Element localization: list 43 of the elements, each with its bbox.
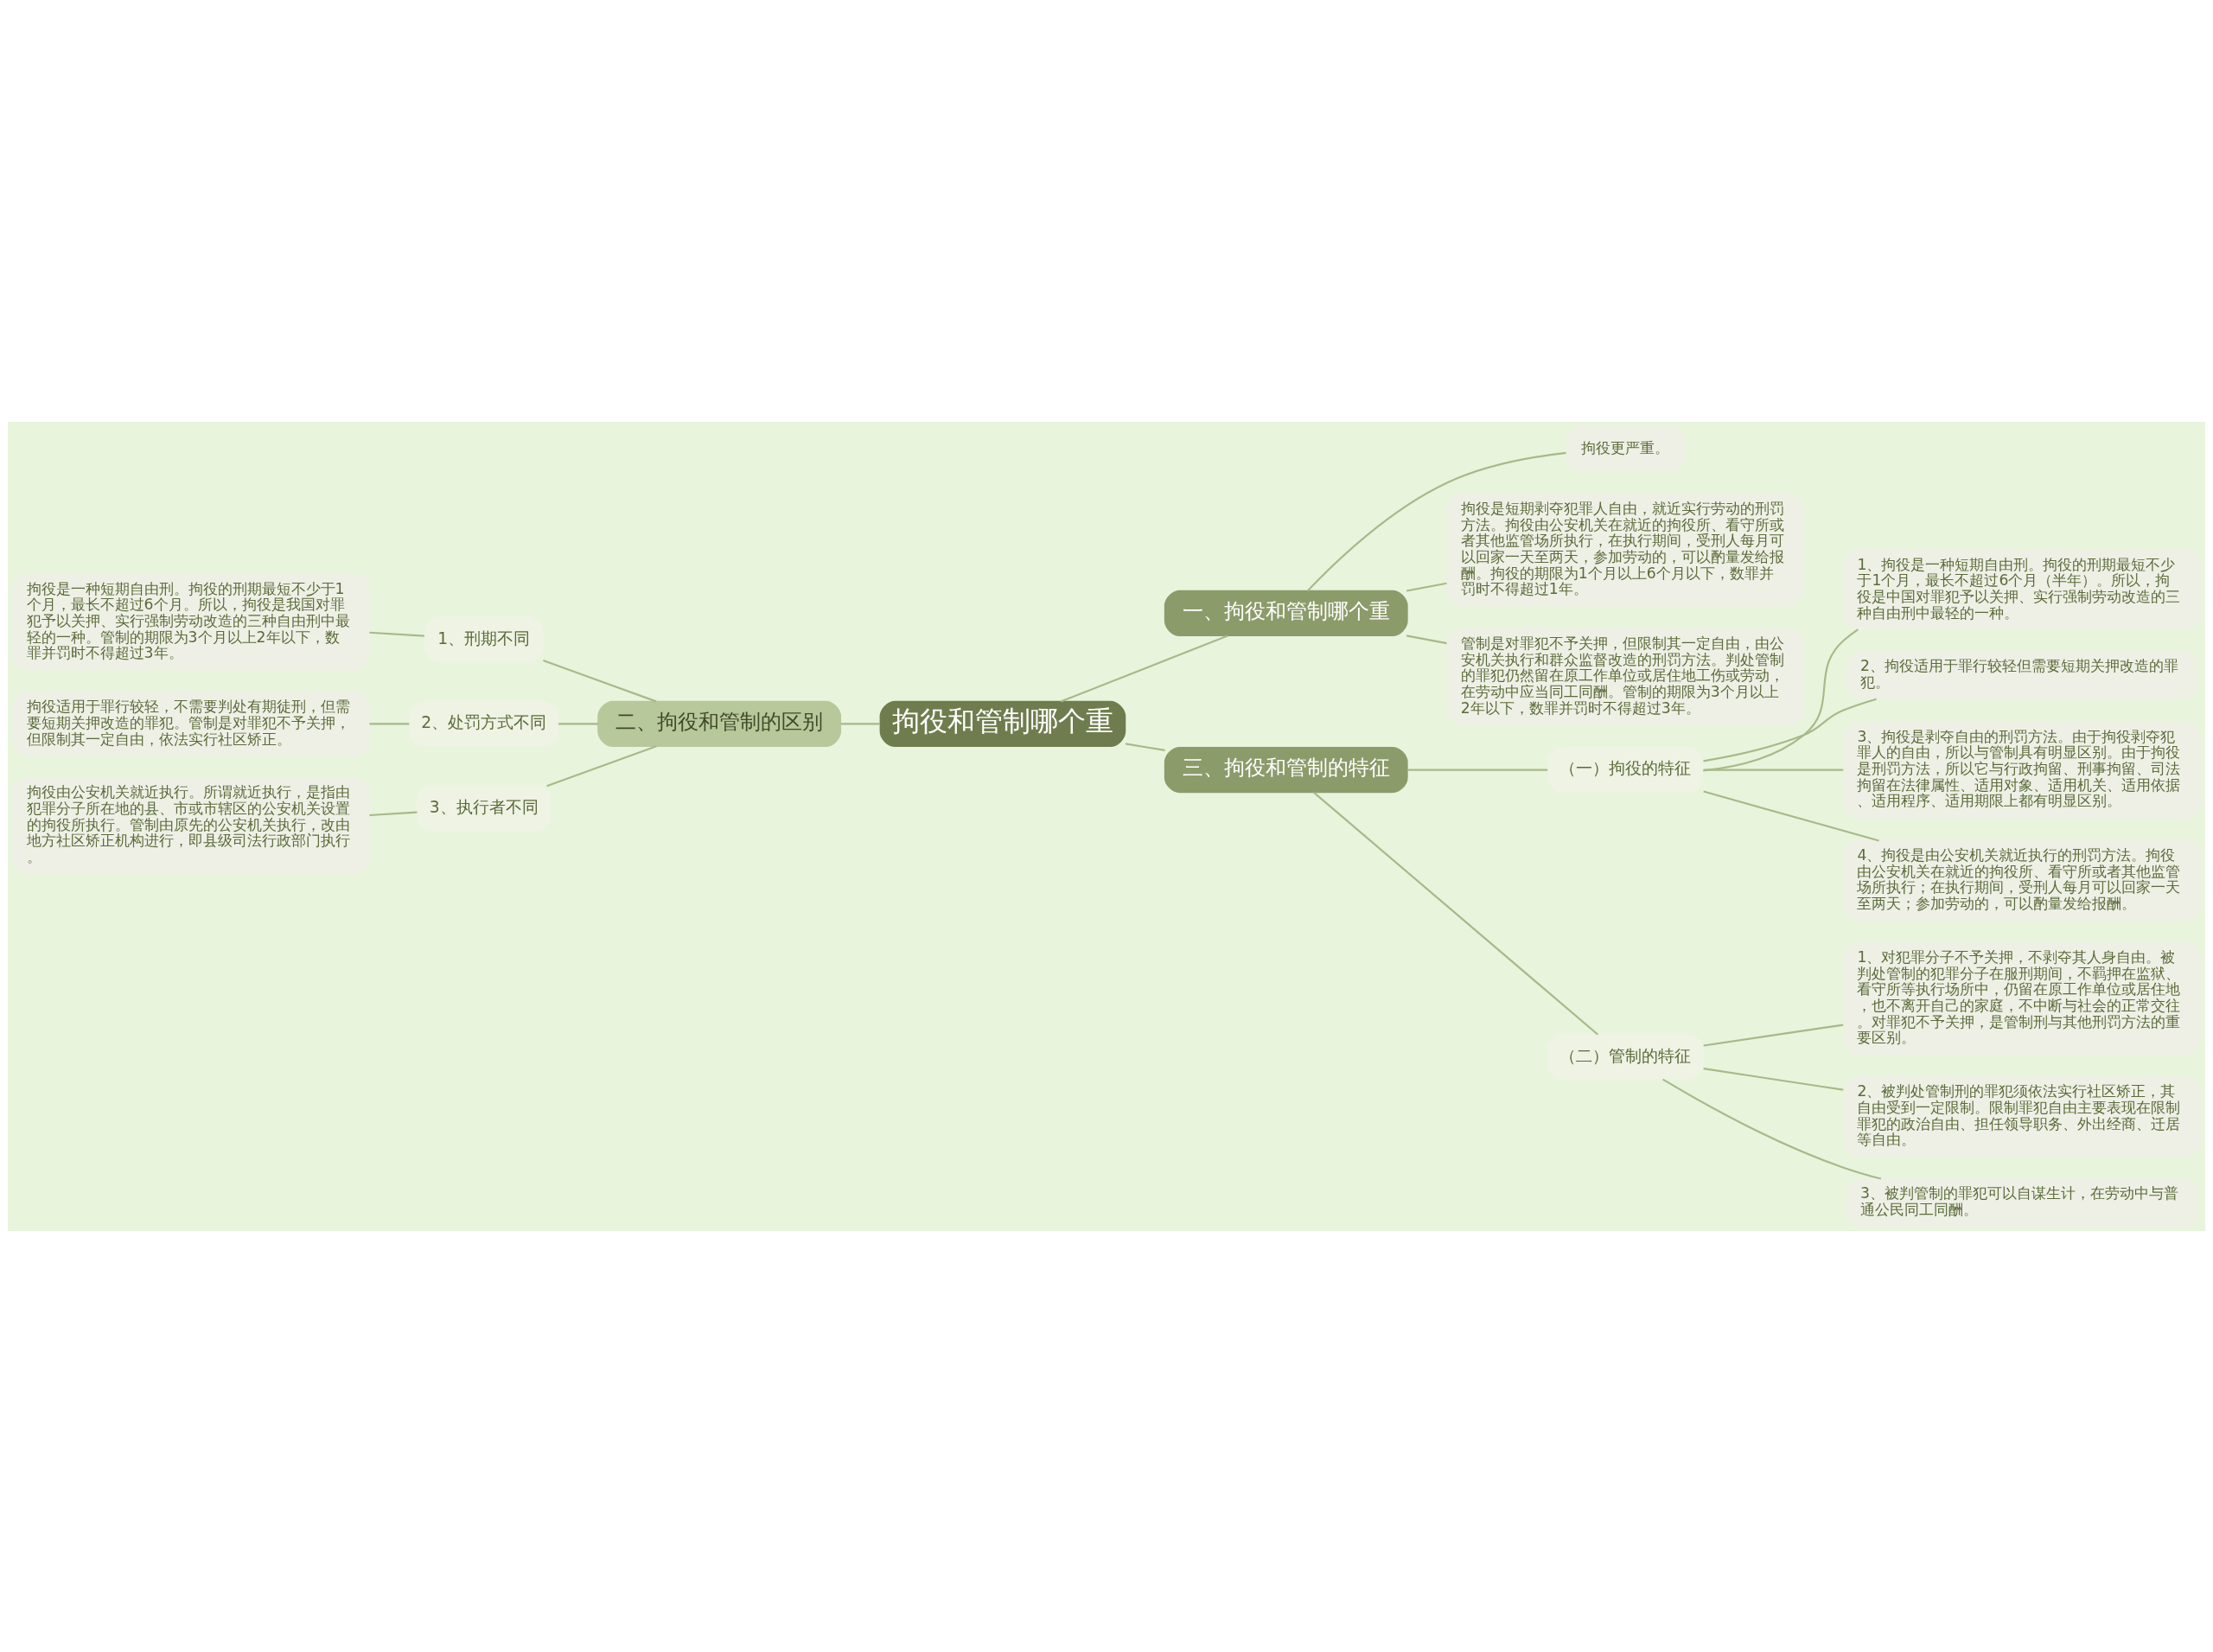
node-box: 4、拘役是由公安机关就近执行的刑罚方法。拘役由公安机关在就近的拘役所、看守所或者其他监管场所执行；在执行期间，受刑人每月可以回家一天至两天；参加劳动的，可以酌量发给报酬。 — [1842, 839, 2201, 921]
node-box: 1、对犯罪分子不予关押，不剥夺其人身自由。被判处管制的犯罪分子在服刑期间，不羁押在监狱、看守所等执行场所中，仍留在原工作单位或居住地，也不离开自己的家庭，不中断与社会的正常交往。对罪犯不予关押，是管制刑与其他刑罚方法的重要区别。 — [1842, 941, 2201, 1056]
node-box: 拘役由公安机关就近执行。所谓就近执行，是指由犯罪分子所在地的县、市或市辖区的公安机关设置的拘役所执行。管制由原先的公安机关执行，改由地方社区矫正机构进行，即县级司法行政部门执行。 — [12, 776, 371, 874]
connector — [543, 659, 657, 702]
connector — [1703, 790, 1879, 842]
node-box: 3、拘役是剥夺自由的刑罚方法。由于拘役剥夺犯罪人的自由，所以与管制具有明显区别。由于拘役是刑罚方法，所以它与行政拘留、刑事拘留、司法拘留在法律属性、适用对象、适用机关、适用依据、适用程序、适用期限上都有明显区别。 — [1842, 721, 2201, 819]
connector — [1060, 635, 1228, 702]
connector — [1125, 742, 1165, 751]
connector — [369, 631, 424, 637]
node-box: 1、拘役是一种短期自由刑。拘役的刑期最短不少于1个月，最长不超过6个月（半年）。所以，拘役是中国对罪犯予以关押、实行强制劳动改造的三种自由刑中最轻的一种。 — [1842, 548, 2201, 630]
node-box: 管制是对罪犯不予关押，但限制其一定自由，由公安机关执行和群众监督改造的刑罚方法。判处管制的罪犯仍然留在原工作单位或居住地工伤或劳动，在劳动中应当同工同酬。管制的期限为3个月以上2年以下，数罪并罚时不得超过3年。 — [1446, 628, 1805, 725]
connector — [1662, 1078, 1882, 1180]
node-box: 一、拘役和管制哪个重 — [1164, 590, 1408, 636]
connector — [1703, 698, 1877, 762]
connector — [558, 722, 598, 724]
node-box: 2、被判处管制刑的罪犯须依法实行社区矫正，其自由受到一定限制。限制罪犯自由主要表现在限制罪犯的政治自由、担任领导职务、外出经商、迁居等自由。 — [1842, 1075, 2201, 1157]
connector — [1703, 1024, 1844, 1047]
connector — [1406, 634, 1447, 644]
node-box: 拘役和管制哪个重 — [879, 700, 1126, 747]
node-box: （二）管制的特征 — [1547, 1033, 1704, 1080]
connector — [369, 811, 418, 816]
connector — [1406, 582, 1447, 592]
connector — [840, 722, 880, 724]
node-box: 1、刑期不同 — [424, 616, 544, 662]
node-box: （一）拘役的特征 — [1547, 746, 1704, 793]
connector — [1703, 1067, 1844, 1091]
connector — [1703, 628, 1859, 771]
node-box: 2、处罚方式不同 — [408, 700, 559, 747]
node-box: 2、拘役适用于罪行较轻但需要短期关押改造的罪犯。 — [1846, 650, 2198, 699]
connector — [1313, 791, 1599, 1036]
connector — [1407, 769, 1548, 771]
connector — [546, 744, 657, 787]
node-box: 二、拘役和管制的区别 — [597, 700, 842, 747]
node-box: 拘役是一种短期自由刑。拘役的刑期最短不少于1个月，最长不超过6个月。所以，拘役是我国对罪犯予以关押、实行强制劳动改造的三种自由刑中最轻的一种。管制的期限为3个月以上2年以下，数罪并罚时不得超过3年。 — [12, 572, 371, 671]
connector — [369, 722, 410, 724]
connector — [1306, 451, 1566, 591]
node-box: 3、被判管制的罪犯可以自谋生计，在劳动中与普通公民同工同酬。 — [1846, 1177, 2198, 1227]
node-box: 3、执行者不同 — [417, 785, 552, 832]
node-box: 拘役适用于罪行较轻，不需要判处有期徒刑，但需要短期关押改造的罪犯。管制是对罪犯不予关押，但限制其一定自由，依法实行社区矫正。 — [12, 691, 371, 756]
connector — [1703, 769, 1844, 771]
node-box: 拘役是短期剥夺犯罪人自由，就近实行劳动的刑罚方法。拘役由公安机关在就近的拘役所、看守所或者其他监管场所执行，在执行期间，受刑人每月可以回家一天至两天，参加劳动的，可以酌量发给报酬。拘役的期限为1个月以上6个月以下，数罪并罚时不得超过1年。 — [1446, 493, 1805, 606]
node-box: 三、拘役和管制的特征 — [1164, 746, 1408, 793]
node-box: 拘役更严重。 — [1566, 425, 1686, 472]
